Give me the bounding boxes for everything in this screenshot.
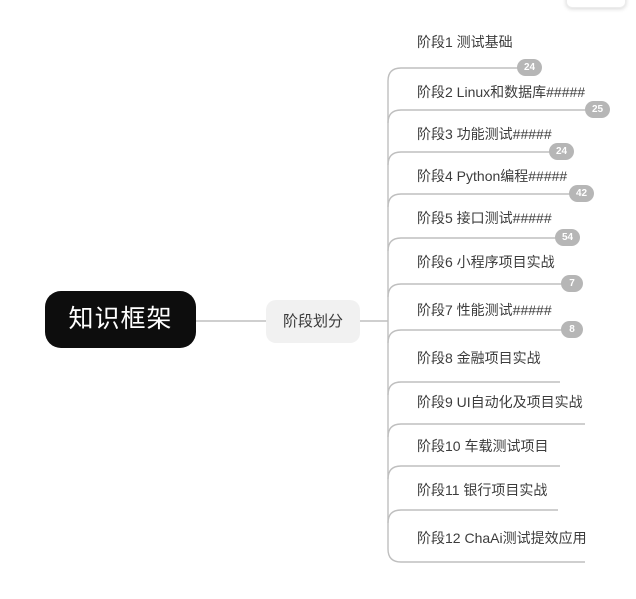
leaf-node-label: 阶段9 UI自动化及项目实战 xyxy=(417,394,583,410)
root-node-knowledge-framework[interactable]: 知识框架 xyxy=(45,291,196,348)
leaf-node-count-badge: 7 xyxy=(561,275,583,292)
leaf-node-4[interactable]: 阶段4 Python编程##### xyxy=(417,166,567,186)
leaf-node-8[interactable]: 阶段8 金融项目实战 xyxy=(417,348,541,368)
leaf-node-label: 阶段4 Python编程##### xyxy=(417,168,568,184)
leaf-node-count-badge: 25 xyxy=(585,101,611,118)
leaf-node-label: 阶段5 接口测试##### xyxy=(417,210,552,226)
leaf-node-9[interactable]: 阶段9 UI自动化及项目实战 xyxy=(417,392,583,412)
leaf-node-label: 阶段6 小程序项目实战 xyxy=(417,254,555,270)
leaf-node-count-badge: 42 xyxy=(569,185,595,202)
floating-toolbar-card[interactable] xyxy=(566,0,626,8)
leaf-node-label: 阶段2 Linux和数据库##### xyxy=(417,84,586,100)
leaf-node-1[interactable]: 阶段1 测试基础 xyxy=(417,32,513,52)
leaf-node-count-badge: 8 xyxy=(561,321,583,338)
leaf-node-label: 阶段12 ChaAi测试提效应用 xyxy=(417,530,587,546)
leaf-node-12[interactable]: 阶段12 ChaAi测试提效应用 xyxy=(417,528,587,548)
branch-node-stage-division[interactable]: 阶段划分 xyxy=(266,300,360,343)
leaf-node-label: 阶段10 车载测试项目 xyxy=(417,438,549,454)
leaf-node-10[interactable]: 阶段10 车载测试项目 xyxy=(417,436,548,456)
leaf-node-count-badge: 24 xyxy=(517,59,543,76)
leaf-node-label: 阶段11 银行项目实战 xyxy=(417,482,548,498)
leaf-node-5[interactable]: 阶段5 接口测试##### xyxy=(417,208,552,228)
leaf-node-label: 阶段7 性能测试##### xyxy=(417,302,552,318)
root-node-label: 知识框架 xyxy=(68,305,173,333)
leaf-node-label: 阶段3 功能测试##### xyxy=(417,126,552,142)
branch-node-label: 阶段划分 xyxy=(282,313,343,330)
leaf-node-label: 阶段1 测试基础 xyxy=(417,34,513,50)
leaf-node-3[interactable]: 阶段3 功能测试##### xyxy=(417,124,552,144)
leaf-node-7[interactable]: 阶段7 性能测试##### xyxy=(417,300,552,320)
leaf-node-2[interactable]: 阶段2 Linux和数据库##### xyxy=(417,82,585,102)
leaf-node-count-badge: 54 xyxy=(555,229,581,246)
leaf-node-label: 阶段8 金融项目实战 xyxy=(417,350,541,366)
leaf-node-count-badge: 24 xyxy=(549,143,575,160)
leaf-node-11[interactable]: 阶段11 银行项目实战 xyxy=(417,480,547,500)
leaf-node-6[interactable]: 阶段6 小程序项目实战 xyxy=(417,252,555,272)
